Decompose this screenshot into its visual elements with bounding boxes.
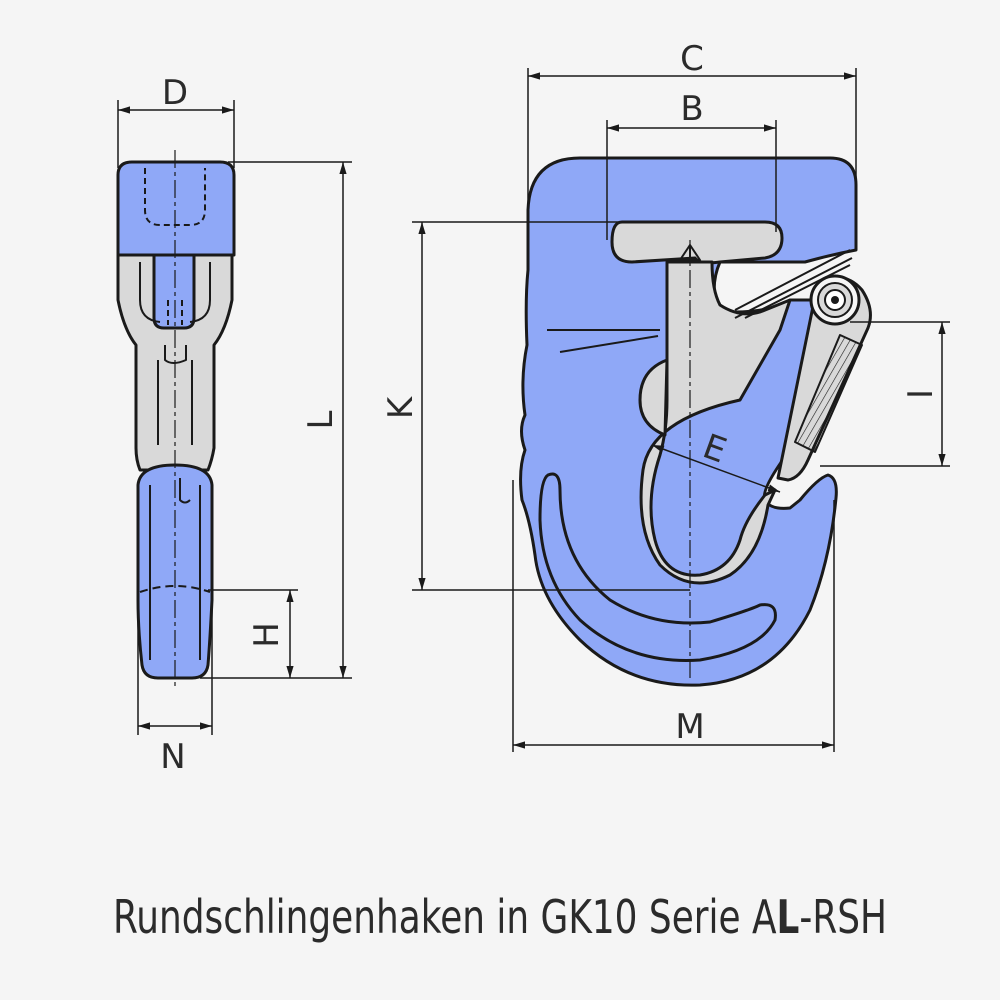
side-view-top-block (116, 160, 236, 257)
caption-bold-letter: L (776, 890, 800, 944)
front-view-inner-groove (538, 472, 777, 662)
caption-suffix: -RSH (799, 890, 888, 944)
dim-label-i: I (901, 389, 941, 399)
front-view (519, 156, 872, 687)
side-view-neck (152, 253, 196, 330)
dim-label-k: K (381, 395, 421, 419)
product-caption: Rundschlingenhaken in GK10 Serie AL-RSH (110, 890, 890, 944)
side-view (116, 150, 236, 690)
front-view-dimensions (412, 68, 950, 752)
caption-prefix: Rundschlingenhaken in GK10 Serie A (112, 890, 777, 944)
side-view-dimensions (117, 100, 352, 735)
dimension-labels: D C B E M N L H K I (160, 39, 941, 777)
dim-label-h: H (247, 622, 287, 648)
dim-label-c: C (680, 39, 704, 79)
dim-label-l: L (301, 410, 341, 429)
front-view-latch-spring (794, 334, 863, 453)
dim-label-m: M (675, 707, 704, 747)
dim-label-n: N (160, 737, 185, 777)
dim-label-d: D (162, 73, 188, 113)
dim-label-b: B (680, 89, 703, 129)
front-view-hook-throat (639, 260, 792, 585)
